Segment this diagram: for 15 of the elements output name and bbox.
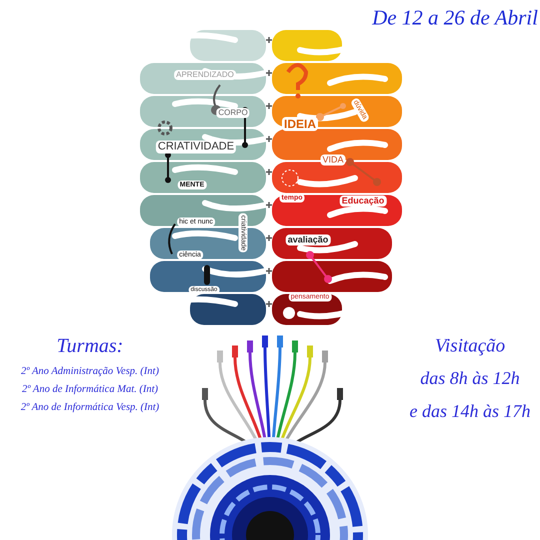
brain-word: APRENDIZADO xyxy=(174,70,236,80)
info-line: das 8h às 12h xyxy=(420,369,520,387)
info-line: e das 14h às 17h xyxy=(410,402,530,420)
info-line: 2º Ano de Informática Mat. (Int) xyxy=(22,384,158,396)
brain-word: CORPO xyxy=(216,108,250,118)
info-line: 2º Ano de Informática Vesp. (Int) xyxy=(20,402,160,414)
heading: De 12 a 26 de Abril xyxy=(372,8,538,28)
brain-word: VIDA xyxy=(320,154,346,166)
heading: Turmas: xyxy=(56,336,124,356)
brain-word: CRIATIVIDADE xyxy=(156,140,236,154)
info-line: 2º Ano Administração Vesp. (Int) xyxy=(21,366,159,378)
brain-word: IDEIA xyxy=(282,117,318,131)
brain-word: avaliação xyxy=(286,234,330,246)
heading: Visitação xyxy=(434,336,506,356)
brain-word: Educação xyxy=(340,196,386,206)
